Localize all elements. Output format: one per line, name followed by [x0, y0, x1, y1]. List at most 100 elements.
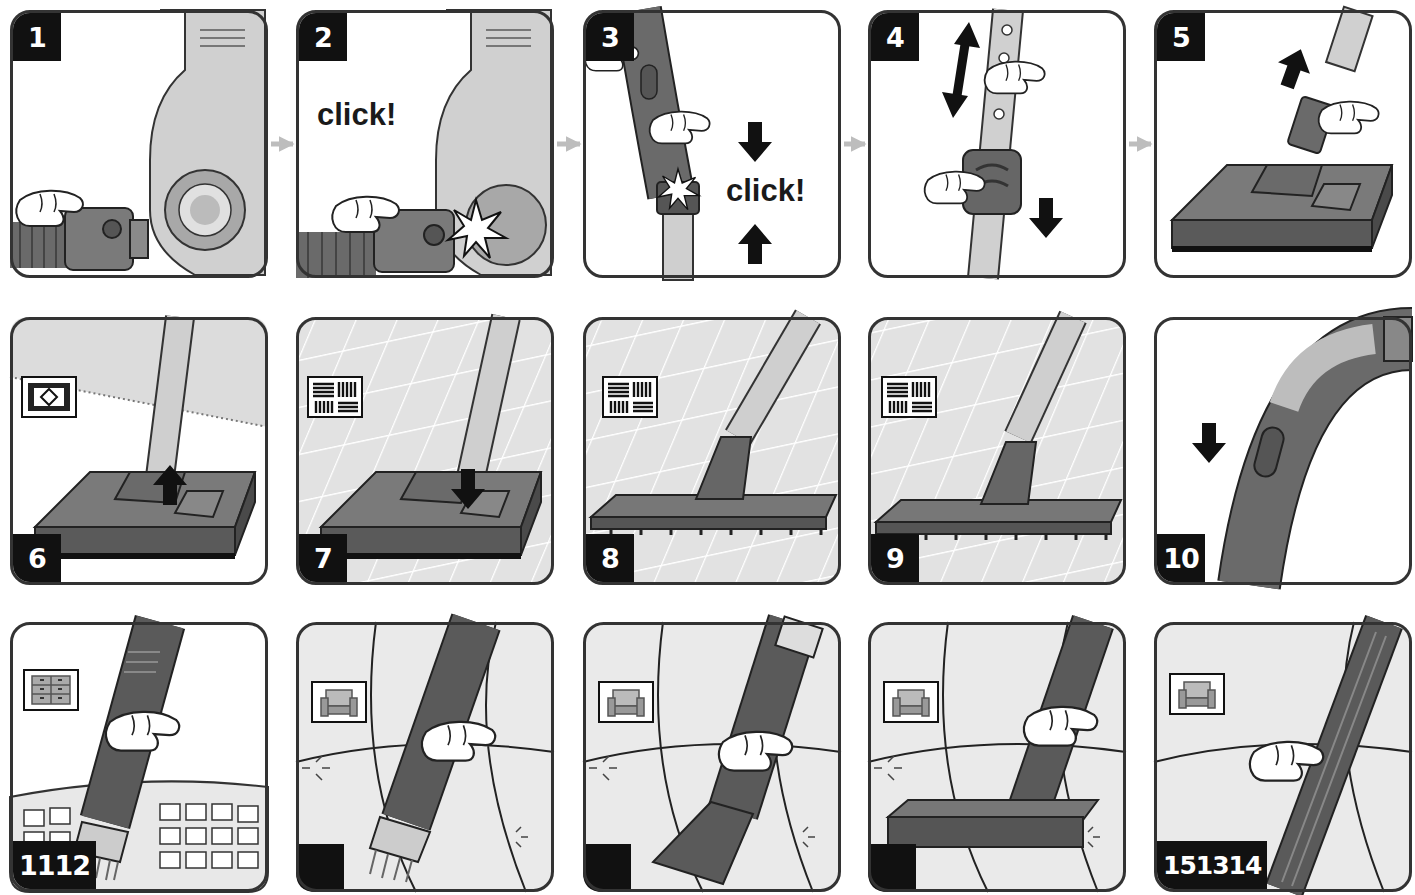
hard-floor-mode-picture [321, 472, 541, 559]
telescopic-pipe-picture [925, 10, 1063, 278]
brush-upholstery-picture [296, 622, 554, 892]
step-panel: 151314 [1154, 622, 1412, 892]
nozzle-attach-picture [1172, 165, 1392, 252]
crevice-tool-picture [1154, 622, 1412, 892]
flow-arrow [1129, 142, 1151, 147]
panel-backgrounds [1154, 317, 1412, 585]
hose-attach-picture [200, 30, 245, 46]
hose-click-picture [448, 200, 506, 258]
flat-tool-picture [719, 732, 792, 771]
brush-upholstery-picture [312, 682, 366, 722]
step-number: 4 [871, 13, 919, 61]
brush-keyboard-picture [238, 806, 258, 822]
nozzle-attach-picture [1271, 43, 1317, 92]
nozzle-attach-picture [1326, 7, 1372, 71]
hose-handle-picture [1249, 339, 1412, 585]
hose-click-picture [486, 30, 531, 46]
telescopic-pipe-picture [983, 10, 1008, 278]
carpet-mode-picture [10, 317, 268, 559]
brush-keyboard-picture [186, 852, 206, 868]
flat-tool-picture [583, 617, 841, 892]
hose-attach-picture [10, 10, 265, 275]
hose-attach-picture [20, 222, 56, 268]
panel-backgrounds [1154, 10, 1412, 278]
step-panel: 4 [868, 10, 1126, 278]
step-number: 9 [871, 534, 919, 582]
parquet-nozzle-picture [1018, 317, 1073, 437]
step-panel: 9 [868, 317, 1126, 585]
brush-keyboard-picture [24, 670, 78, 710]
brush-keyboard-picture [212, 804, 232, 820]
brush-keyboard-picture [10, 781, 268, 892]
brush-keyboard-picture [124, 652, 160, 672]
telescopic-pipe-picture [1002, 25, 1012, 35]
panel-backgrounds [868, 10, 1126, 278]
step-panel: 2click! [296, 10, 554, 278]
step-panel: 3click! [583, 10, 841, 278]
hose-click-picture [424, 225, 444, 245]
panel-backgrounds [583, 317, 841, 585]
carpet-mode-picture [22, 377, 76, 417]
upholstery-nozzle-picture [888, 817, 1083, 847]
pipe-connect-picture [738, 122, 772, 162]
hose-attach-picture [179, 184, 231, 236]
hose-attach-picture [103, 220, 121, 238]
flat-tool-picture [599, 682, 653, 722]
parquet-nozzle-picture [1018, 317, 1073, 437]
hose-attach-picture [130, 220, 148, 258]
carpet-mode-picture [160, 317, 180, 477]
panel-backgrounds [10, 10, 1412, 892]
flat-tool-picture [653, 802, 753, 884]
flat-tool-picture [583, 622, 841, 892]
step-panel: 5 [1154, 10, 1412, 278]
hose-click-picture [308, 232, 364, 278]
panel-backgrounds [296, 317, 554, 585]
brush-upholstery-picture [370, 850, 412, 882]
hose-attach-picture [10, 222, 72, 268]
hard-floor-mode-picture [471, 317, 506, 477]
flat-tool-picture [733, 622, 793, 812]
step-panel: 8 [583, 317, 841, 585]
brush-keyboard-picture [160, 852, 180, 868]
brush-keyboard-picture [10, 622, 268, 892]
step-number: 151314 [1157, 841, 1267, 889]
brush-keyboard-picture [50, 808, 70, 824]
brush-upholstery-picture [422, 722, 495, 761]
panel-backgrounds [10, 622, 268, 892]
pipe-connect-picture [663, 205, 693, 280]
flow-arrow [557, 142, 580, 147]
carpet-mode-picture [10, 317, 268, 427]
hose-attach-picture [190, 195, 220, 225]
telescopic-pipe-picture [942, 22, 980, 118]
brush-keyboard-picture [238, 852, 258, 868]
panel-backgrounds [10, 317, 268, 585]
step-number: 7 [299, 534, 347, 582]
parquet-nozzle-picture [876, 317, 1121, 540]
hose-handle-picture [1284, 339, 1374, 407]
hose-click-picture [332, 197, 399, 232]
flat-tool-picture [585, 624, 840, 891]
hose-click-picture [296, 10, 551, 278]
hard-floor-mode-picture [308, 317, 541, 559]
step-panel: 6 [10, 317, 268, 585]
step-panel: 1 [10, 10, 268, 278]
hose-click-picture [374, 210, 454, 272]
pipe-connect-picture [650, 112, 710, 144]
brush-keyboard-picture [186, 804, 206, 820]
pipe-connect-picture [658, 169, 699, 210]
hose-click-picture [296, 232, 376, 278]
hose-handle-picture [1252, 425, 1286, 479]
upholstery-nozzle-picture [870, 624, 1125, 891]
telescopic-pipe-picture [956, 38, 966, 102]
carpet-mode-picture [153, 465, 187, 505]
step-number: 5 [1157, 13, 1205, 61]
crevice-tool-picture [1170, 674, 1224, 714]
brush-upholstery-picture [370, 817, 430, 862]
carpet-mode-picture [10, 377, 268, 427]
panel-backgrounds [10, 10, 268, 278]
step-panel: 1112 [10, 622, 268, 892]
pipe-connect-picture [638, 10, 671, 195]
parquet-nozzle-picture [603, 377, 657, 417]
telescopic-pipe-picture [983, 10, 1008, 278]
